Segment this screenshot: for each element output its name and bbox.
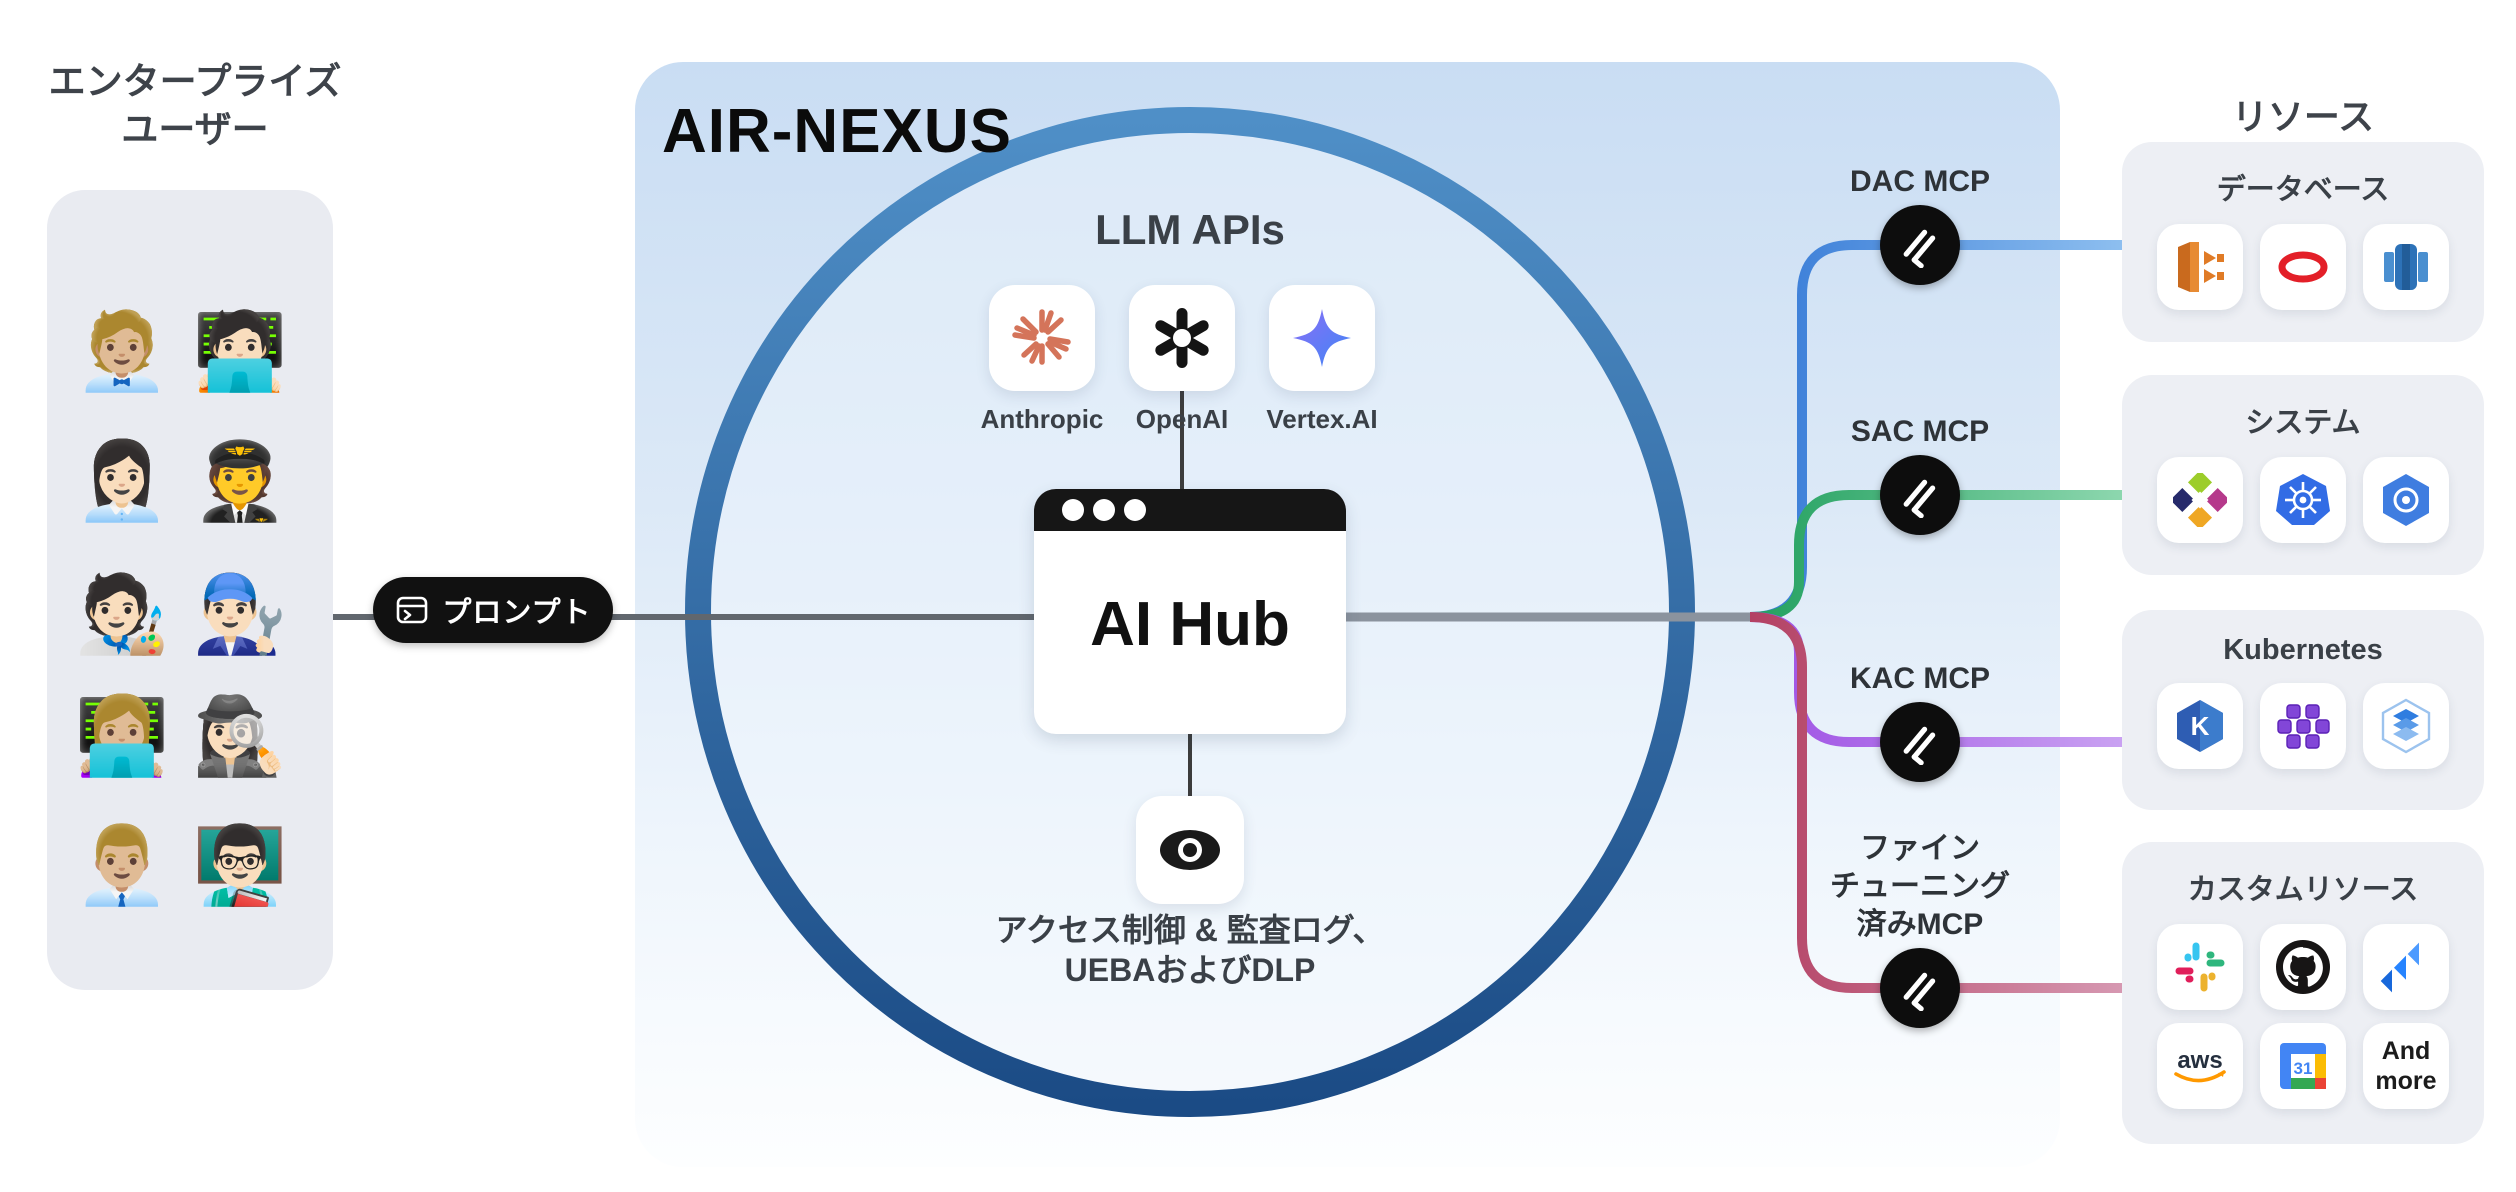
avatar: 👩🏼‍💻	[74, 694, 170, 779]
jira-icon	[2380, 942, 2419, 993]
oracle-tile	[2260, 224, 2346, 310]
window-dot-icon	[1062, 499, 1084, 521]
dac-mcp-badge	[1880, 205, 1960, 285]
kubernetes-icon	[2276, 474, 2330, 525]
gke-tile	[2363, 457, 2449, 543]
avatar: 👩🏻‍💼	[74, 439, 170, 524]
dac-mcp-label: DAC MCP	[1850, 165, 1990, 198]
eks-tile: K	[2157, 683, 2243, 769]
gke-icon	[2383, 474, 2429, 526]
avatar: 👨🏼‍💼	[74, 823, 170, 908]
finetuned-mcp-label: ファイン チューニング 済みMCP	[1830, 832, 2010, 941]
kubernetes-panel-title: Kubernetes	[2223, 634, 2383, 666]
governance-text: アクセス制御 & 監査ログ、 UEBAおよびDLP	[995, 912, 1385, 988]
vertex-ai-label: Vertex.AI	[1266, 404, 1378, 434]
github-tile	[2260, 924, 2346, 1010]
avatar: 👨🏻‍🔧	[192, 572, 288, 657]
kac-mcp-badge	[1880, 702, 1960, 782]
database-panel-title: データベース	[2216, 174, 2390, 206]
stacked-layers-icon	[2381, 698, 2431, 754]
vertex-sparkle-icon	[1293, 309, 1351, 367]
hub-ring	[685, 107, 1695, 1117]
system-panel-title: システム	[2245, 407, 2361, 439]
anthropic-label: Anthropic	[980, 404, 1104, 434]
google-calendar-tile: 31	[2260, 1023, 2346, 1109]
sac-mcp-badge	[1880, 455, 1960, 535]
anthropic-starburst-icon	[1012, 309, 1071, 365]
eks-icon: K	[2177, 700, 2223, 752]
google-calendar-icon: 31	[2280, 1043, 2326, 1089]
mcp-logo-icon	[1897, 719, 1943, 765]
oracle-icon	[2278, 251, 2328, 283]
github-icon	[2276, 940, 2330, 994]
sac-mcp-label: SAC MCP	[1850, 415, 1990, 448]
slack-tile	[2157, 924, 2243, 1010]
centos-icon	[2173, 473, 2227, 527]
terminal-window-icon	[397, 596, 428, 624]
ai-hub-window: AI Hub	[1034, 489, 1346, 734]
openai-label: OpenAI	[1135, 404, 1229, 434]
aws-tile: aws	[2157, 1023, 2243, 1109]
jira-tile	[2363, 924, 2449, 1010]
window-dot-icon	[1093, 499, 1115, 521]
svg-text:aws: aws	[2177, 1047, 2222, 1074]
governance-card	[1136, 796, 1244, 904]
ai-hub-title: AI Hub	[1090, 590, 1290, 659]
avatar: 🧑‍✈️	[192, 439, 288, 524]
and-more-label: And more	[2375, 1037, 2437, 1095]
avatar: 🧑🏻‍💻	[192, 309, 288, 394]
eye-icon	[1160, 830, 1220, 870]
aws-icon: aws	[2174, 1047, 2226, 1083]
kac-mcp-label: KAC MCP	[1850, 662, 1990, 695]
window-dot-icon	[1124, 499, 1146, 521]
purple-cluster-tile	[2260, 683, 2346, 769]
enterprise-users-title: エンタープライズ ユーザー	[48, 61, 342, 150]
avatar: 👨🏻‍🏫	[192, 823, 288, 908]
custom-resources-panel: カスタムリソース	[2122, 842, 2484, 1144]
custom-resources-panel-title: カスタムリソース	[2187, 874, 2419, 906]
aws-database-tile	[2157, 224, 2243, 310]
and-more-tile: And more	[2363, 1023, 2449, 1109]
aws-database-icon	[2178, 242, 2224, 292]
air-nexus-title: AIR-NEXUS	[662, 97, 1013, 166]
resources-title: リソース	[2231, 96, 2375, 137]
database-panel: データベース	[2122, 142, 2484, 342]
avatar: 🕵🏻‍♀️	[192, 694, 288, 779]
openai-knot-icon	[1155, 308, 1209, 368]
purple-cluster-icon	[2277, 704, 2330, 749]
vertex-ai-card	[1269, 285, 1375, 391]
kubernetes-tile	[2260, 457, 2346, 543]
anthropic-card	[989, 285, 1095, 391]
stacked-layers-tile	[2363, 683, 2449, 769]
finetuned-mcp-badge	[1880, 948, 1960, 1028]
slack-icon	[2175, 942, 2225, 992]
openai-card	[1129, 285, 1235, 391]
window-titlebar	[1034, 489, 1346, 531]
kubernetes-panel: Kubernetes K	[2122, 610, 2484, 810]
system-panel: システム	[2122, 375, 2484, 575]
avatar: 🧑🏻‍🎨	[74, 572, 170, 657]
enterprise-users-panel	[47, 190, 333, 990]
mcp-logo-icon	[1897, 965, 1943, 1011]
redshift-tile	[2363, 224, 2449, 310]
svg-text:K: K	[2191, 711, 2210, 741]
prompt-label: プロンプト	[442, 597, 592, 629]
avatar: 🧑🏼‍💼	[74, 309, 170, 394]
mcp-logo-icon	[1897, 472, 1943, 518]
svg-text:31: 31	[2294, 1059, 2313, 1078]
mcp-logo-icon	[1897, 222, 1943, 268]
redshift-icon	[2384, 244, 2428, 290]
prompt-button[interactable]: プロンプト	[373, 577, 613, 643]
centos-tile	[2157, 457, 2243, 543]
llm-apis-title: LLM APIs	[1095, 206, 1285, 253]
